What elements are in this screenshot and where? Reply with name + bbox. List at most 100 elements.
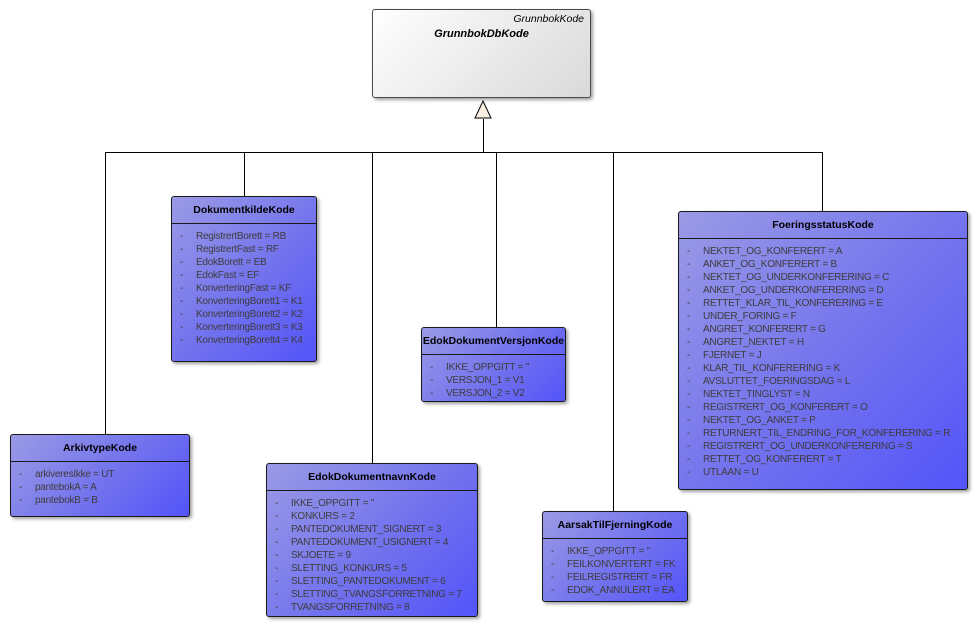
attribute-row: -REGISTRERT_OG_UNDERKONFERERING = S — [687, 440, 964, 453]
visibility-marker: - — [687, 363, 691, 374]
attribute-row: -SLETTING_KONKURS = 5 — [275, 562, 474, 575]
attribute-row: -KonverteringBorett2 = K2 — [180, 308, 313, 321]
attribute-compartment: - IKKE_OPPGITT = ''-VERSJON_1 = V1-VERSJO… — [422, 355, 565, 400]
attribute-row: -NEKTET_OG_ANKET = P — [687, 414, 964, 427]
visibility-marker: - — [430, 362, 434, 373]
attribute-text: FEILREGISTRERT = FR — [567, 572, 673, 583]
generalization-arrow-icon — [474, 100, 492, 119]
attribute-text: UTLAAN = U — [703, 467, 759, 478]
attribute-text: NEKTET_TINGLYST = N — [703, 389, 810, 400]
attribute-row: - pantebokA = A — [19, 481, 186, 494]
class-title: ArkivtypeKode — [11, 435, 189, 462]
connector-bus — [105, 152, 823, 153]
attribute-text: ANGRET_NEKTET = H — [703, 337, 804, 348]
attribute-row: -ANGRET_KONFERERT = G — [687, 323, 964, 336]
visibility-marker: - — [180, 270, 184, 281]
attribute-row: -KLAR_TIL_KONFERERING = K — [687, 362, 964, 375]
attribute-row: -VERSJON_2 = V2 — [430, 387, 562, 400]
class-grunnbokdbkode[interactable]: GrunnbokKode GrunnbokDbKode — [372, 9, 591, 98]
attribute-text: IKKE_OPPGITT = '' — [291, 498, 375, 509]
attribute-row: -EdokBorett = EB — [180, 256, 313, 269]
visibility-marker: - — [687, 376, 691, 387]
attribute-text: RETURNERT_TIL_ENDRING_FOR_KONFERERING = … — [703, 428, 951, 439]
visibility-marker: - — [275, 589, 279, 600]
visibility-marker: - — [687, 467, 691, 478]
attribute-row: -FEILREGISTRERT = FR — [551, 571, 684, 584]
attribute-text: PANTEDOKUMENT_USIGNERT = 4 — [291, 537, 449, 548]
attribute-compartment: - RegistrertBorett = RB-RegistrertFast = … — [172, 224, 316, 347]
connector-arkivtypekode — [105, 152, 106, 434]
attribute-row: - ANGRET_NEKTET = H — [687, 336, 964, 349]
visibility-marker: - — [19, 495, 23, 506]
attribute-text: SKJOETE = 9 — [291, 550, 351, 561]
visibility-marker: - — [19, 469, 23, 480]
attribute-row: -SLETTING_PANTEDOKUMENT = 6 — [275, 575, 474, 588]
visibility-marker: - — [687, 272, 691, 283]
attribute-text: AVSLUTTET_FOERINGSDAG = L — [703, 376, 851, 387]
attribute-row: - RETTET_KLAR_TIL_KONFERERING = E — [687, 297, 964, 310]
attribute-text: SLETTING_KONKURS = 5 — [291, 563, 407, 574]
attribute-text: KonverteringFast = KF — [196, 283, 292, 294]
attribute-row: -VERSJON_1 = V1 — [430, 374, 562, 387]
attribute-text: arkiveresIkke = UT — [35, 469, 115, 480]
attribute-text: RETTET_OG_KONFERERT = T — [703, 454, 842, 465]
visibility-marker: - — [180, 244, 184, 255]
attribute-compartment: -IKKE_OPPGITT = ''-FEILKONVERTERT = FK-F… — [543, 539, 687, 597]
attribute-text: ANGRET_KONFERERT = G — [703, 324, 826, 335]
attribute-row: -NEKTET_OG_KONFERERT = A — [687, 245, 964, 258]
class-edokdokumentversjonkode[interactable]: EdokDokumentVersjonKode -IKKE_OPPGITT = … — [421, 327, 566, 402]
attribute-text: EdokFast = EF — [196, 270, 260, 281]
attribute-row: -UNDER_FORING = F — [687, 310, 964, 323]
attribute-text: SLETTING_PANTEDOKUMENT = 6 — [291, 576, 446, 587]
attribute-text: KonverteringBorett4 = K4 — [196, 335, 303, 346]
attribute-row: -NEKTET_OG_UNDERKONFERERING = C — [687, 271, 964, 284]
class-title: GrunnbokDbKode — [434, 28, 529, 40]
visibility-marker: - — [551, 559, 555, 570]
class-arkivtypekode[interactable]: ArkivtypeKode - arkiveresIkke = UT - panteb… — [10, 434, 190, 517]
visibility-marker: - — [180, 283, 184, 294]
attribute-row: -ANKET_OG_UNDERKONFERERING = D — [687, 284, 964, 297]
attribute-row: - FEILKONVERTERT = FK — [551, 558, 684, 571]
connector-edokdokumentnavnkode — [372, 152, 373, 463]
connector-edokdokumentversjonkode — [496, 152, 497, 327]
attribute-text: RegistrertBorett = RB — [196, 231, 287, 242]
visibility-marker: - — [180, 322, 184, 333]
visibility-marker: - — [687, 259, 691, 270]
class-foeringsstatuskode[interactable]: FoeringsstatusKode -NEKTET_OG_KONFERERT … — [678, 211, 968, 490]
attribute-compartment: -NEKTET_OG_KONFERERT = A-ANKET_OG_KONFER… — [679, 239, 967, 479]
visibility-marker: - — [687, 337, 691, 348]
class-aarsaktilfjerningkode[interactable]: AarsakTilFjerningKode -IKKE_OPPGITT = ''… — [542, 511, 688, 602]
visibility-marker: - — [687, 311, 691, 322]
attribute-row: -FJERNET = J — [687, 349, 964, 362]
visibility-marker: - — [687, 415, 691, 426]
attribute-row: - RegistrertBorett = RB — [180, 230, 313, 243]
visibility-marker: - — [687, 441, 691, 452]
visibility-marker: - — [687, 389, 691, 400]
attribute-row: -RegistrertFast = RF — [180, 243, 313, 256]
visibility-marker: - — [275, 537, 279, 548]
attribute-row: - NEKTET_TINGLYST = N — [687, 388, 964, 401]
attribute-text: KonverteringBorett1 = K1 — [196, 296, 303, 307]
attribute-text: IKKE_OPPGITT = '' — [446, 362, 530, 373]
visibility-marker: - — [19, 482, 23, 493]
attribute-row: -RETURNERT_TIL_ENDRING_FOR_KONFERERING =… — [687, 427, 964, 440]
class-title: FoeringsstatusKode — [679, 212, 967, 239]
attribute-text: VERSJON_1 = V1 — [446, 375, 525, 386]
attribute-text: REGISTRERT_OG_KONFERERT = O — [703, 402, 868, 413]
attribute-text: EDOK_ANNULERT = EA — [567, 585, 675, 596]
class-stereotype: GrunnbokKode — [513, 13, 584, 25]
attribute-text: pantebokA = A — [35, 482, 97, 493]
class-title: AarsakTilFjerningKode — [543, 512, 687, 539]
visibility-marker: - — [180, 231, 184, 242]
visibility-marker: - — [687, 402, 691, 413]
class-dokumentkildekode[interactable]: DokumentkildeKode -RegistrertBorett = RB… — [171, 196, 317, 362]
attribute-text: RETTET_KLAR_TIL_KONFERERING = E — [703, 298, 883, 309]
attribute-row: - UTLAAN = U — [687, 466, 964, 479]
attribute-text: ANKET_OG_KONFERERT = B — [703, 259, 837, 270]
attribute-text: FEILKONVERTERT = FK — [567, 559, 676, 570]
attribute-row: - AVSLUTTET_FOERINGSDAG = L — [687, 375, 964, 388]
class-edokdokumentnavnkode[interactable]: EdokDokumentnavnKode -IKKE_OPPGITT = ''-… — [266, 463, 478, 617]
attribute-row: - PANTEDOKUMENT_USIGNERT = 4 — [275, 536, 474, 549]
visibility-marker: - — [687, 298, 691, 309]
attribute-row: - IKKE_OPPGITT = '' — [430, 361, 562, 374]
